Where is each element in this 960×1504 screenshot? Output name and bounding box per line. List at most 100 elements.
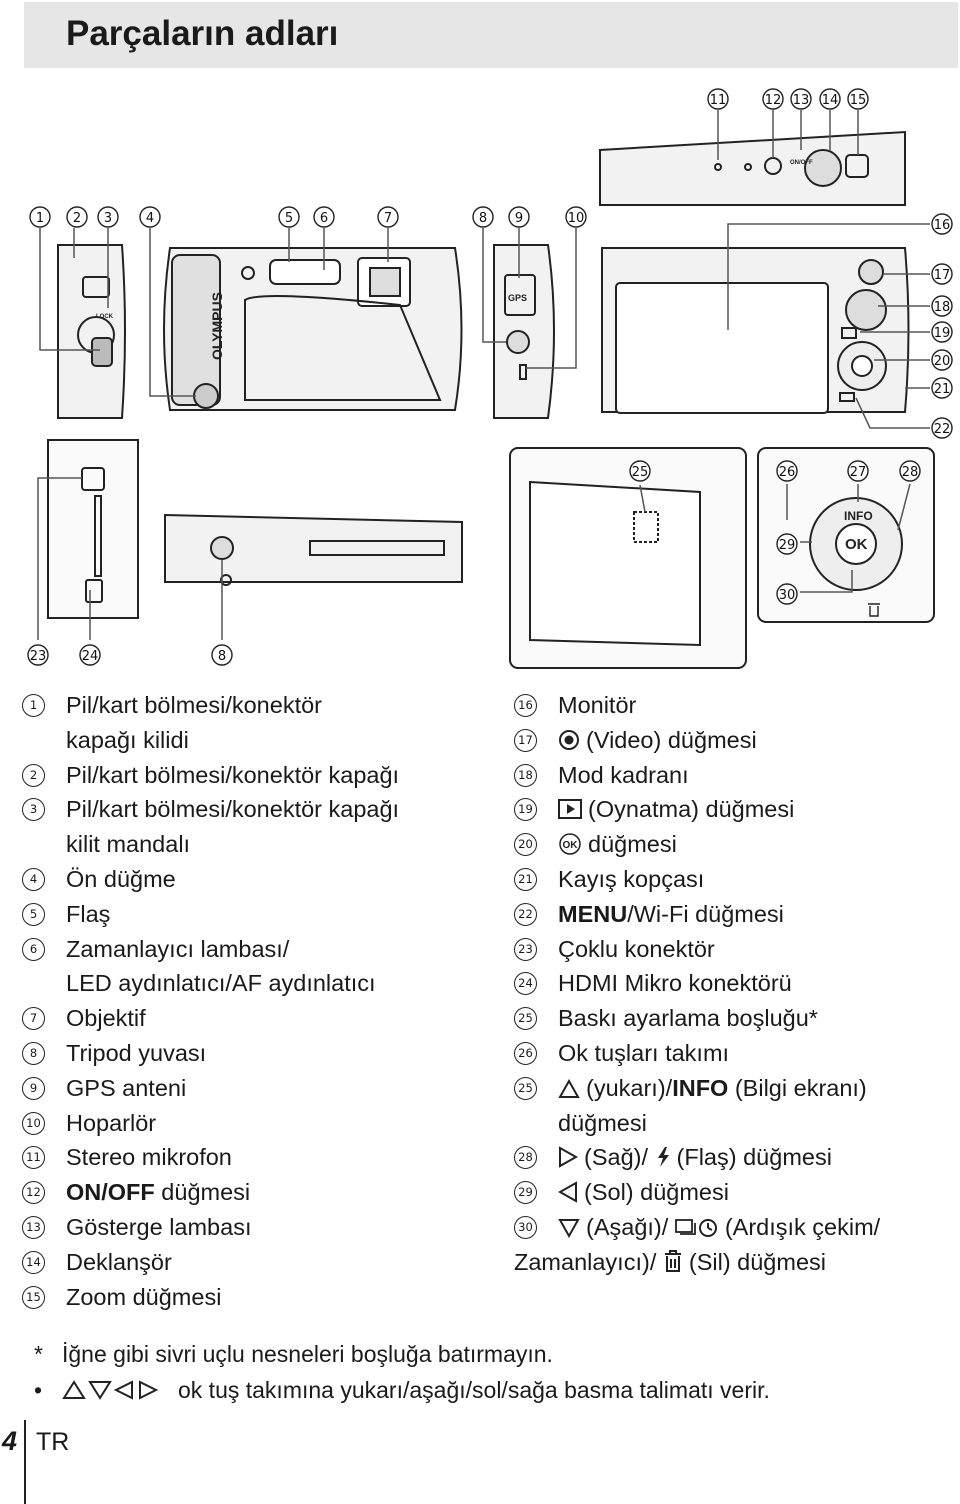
note-item: • ok tuş takımına yukarı/aşağı/sol/sağa … [34, 1377, 770, 1403]
svg-text:1: 1 [36, 211, 44, 226]
list-item: 19 (Oynatma) düğmesi [514, 792, 954, 827]
svg-text:9: 9 [515, 211, 523, 226]
list-item: 29 (Sol) düğmesi [514, 1175, 954, 1210]
up-arrow-icon [558, 1078, 580, 1098]
list-item-continued: Zamanlayıcı)/ (Sil) düğmesi [514, 1248, 826, 1275]
right-arrow-icon [559, 1146, 578, 1169]
camera-bottom-view [164, 513, 463, 583]
svg-text:16: 16 [934, 218, 951, 233]
footer-divider [24, 1420, 26, 1504]
sequential-timer-icon [674, 1218, 717, 1237]
svg-text:11: 11 [710, 93, 727, 108]
camera-gps-label: GPS [508, 293, 527, 303]
arrow-pad-icons [62, 1380, 159, 1400]
camera-side-right [493, 244, 555, 419]
svg-text:19: 19 [934, 326, 951, 341]
svg-text:27: 27 [850, 465, 867, 480]
svg-text:17: 17 [934, 268, 951, 283]
list-item: 25 (yukarı)/INFO (Bilgi ekranı) [514, 1071, 954, 1106]
svg-text:OK: OK [563, 840, 579, 851]
info-label: INFO [672, 1074, 729, 1101]
page-title: Parçaların adları [66, 14, 339, 53]
svg-text:21: 21 [934, 382, 951, 397]
camera-top-view [599, 130, 906, 206]
ok-icon: OK [559, 833, 581, 855]
svg-text:18: 18 [934, 300, 951, 315]
svg-text:8: 8 [218, 649, 226, 664]
svg-text:3: 3 [104, 211, 112, 226]
pad-info-label: INFO [844, 509, 873, 523]
list-item: 30 (Aşağı)/ (Ardışık çekim/ [514, 1210, 954, 1245]
svg-text:13: 13 [793, 93, 810, 108]
svg-text:5: 5 [285, 211, 293, 226]
list-item: 28 (Sağ)/ (Flaş) düğmesi [514, 1140, 954, 1175]
camera-diagram: 1 2 3 4 5 6 7 8 9 10 11 12 13 14 15 16 1… [27, 88, 953, 669]
svg-text:29: 29 [779, 538, 796, 553]
svg-text:6: 6 [320, 211, 328, 226]
svg-text:24: 24 [82, 649, 99, 664]
camera-lock-label: LOCK [96, 314, 114, 320]
svg-text:23: 23 [30, 649, 47, 664]
left-arrow-icon [558, 1181, 577, 1203]
svg-text:10: 10 [568, 211, 585, 226]
svg-text:15: 15 [850, 93, 867, 108]
svg-text:30: 30 [779, 588, 796, 603]
svg-text:12: 12 [765, 93, 782, 108]
notes: *İğne gibi sivri uçlu nesneleri boşluğa … [34, 1336, 770, 1408]
trash-icon [664, 1249, 681, 1272]
svg-text:26: 26 [779, 465, 796, 480]
title-bar [24, 2, 958, 68]
onoff-label: ON/OFF [66, 1179, 155, 1206]
camera-brand: OLYMPUS [209, 292, 225, 360]
svg-text:4: 4 [146, 211, 154, 226]
svg-text:7: 7 [384, 211, 392, 226]
playback-icon [558, 799, 582, 820]
menu-label: MENU [558, 900, 628, 927]
pad-ok-label: OK [845, 536, 868, 553]
language-code: TR [36, 1428, 70, 1456]
flash-icon [657, 1147, 669, 1168]
note-item: *İğne gibi sivri uçlu nesneleri boşluğa … [34, 1341, 553, 1367]
svg-text:28: 28 [902, 465, 919, 480]
list-item: 17 (Video) düğmesi [514, 723, 954, 758]
trash-icon [868, 603, 880, 617]
svg-text:25: 25 [632, 465, 649, 480]
svg-text:8: 8 [479, 211, 487, 226]
svg-text:14: 14 [822, 93, 839, 108]
camera-connector-panel [47, 439, 139, 619]
svg-text:20: 20 [934, 354, 951, 369]
svg-text:22: 22 [934, 422, 951, 437]
camera-onoff-label: ON/OFF [790, 160, 813, 166]
list-item-continued: düğmesi [558, 1109, 647, 1136]
page-number: 4 [2, 1426, 18, 1456]
down-arrow-icon [558, 1218, 580, 1238]
callout-numbers: 1 2 3 4 5 6 7 8 9 10 11 12 13 14 15 16 1… [27, 88, 953, 666]
video-record-icon [559, 729, 579, 750]
